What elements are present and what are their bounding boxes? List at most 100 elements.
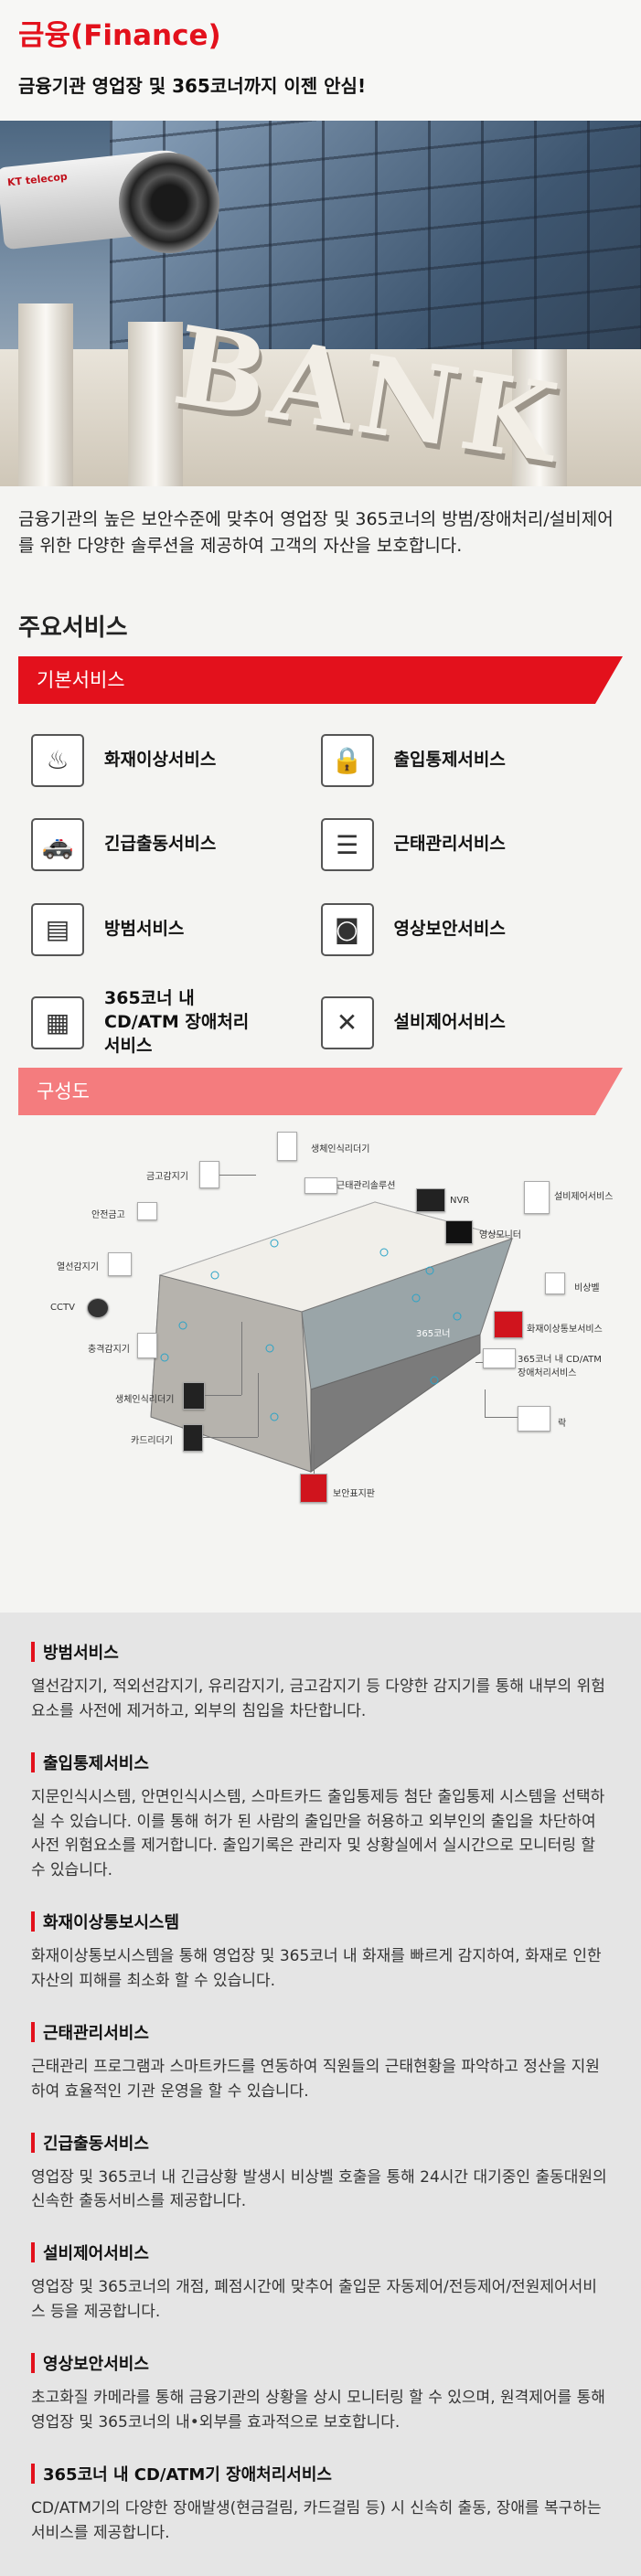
detail-body: 화재이상통보시스템을 통해 영업장 및 365코너 내 화재를 빠르게 감지하여… — [31, 1947, 602, 1991]
lock-icon: 🔒 — [320, 733, 374, 787]
biometric-reader-device — [183, 1382, 205, 1410]
attendance-solution-device — [304, 1177, 337, 1194]
detail-block: 근태관리서비스 근태관리 프로그램과 스마트카드를 연동하여 직원들의 근태현황… — [31, 2020, 610, 2104]
hero-column — [512, 349, 567, 486]
rack-device — [518, 1406, 550, 1432]
diagram-label: NVR — [450, 1196, 470, 1206]
detail-body: 열선감지기, 적외선감지기, 유리감지기, 금고감지기 등 다양한 감지기를 통… — [31, 1677, 605, 1720]
diagram-label: 영상모니터 — [479, 1230, 521, 1240]
security-sign-device — [300, 1474, 327, 1503]
shock-detector-device — [137, 1333, 157, 1358]
camera-lens — [119, 153, 219, 253]
accent-bar — [31, 2021, 35, 2042]
video-monitor-device — [445, 1220, 473, 1244]
card-reader-device — [183, 1424, 203, 1452]
service-label: 영상보안서비스 — [393, 918, 506, 939]
accent-bar — [31, 1642, 35, 1662]
connector-line — [314, 1444, 315, 1474]
detail-title: 설비제어서비스 — [43, 2244, 149, 2264]
diagram-label: 열선감지기 — [57, 1262, 99, 1272]
detail-title: 방범서비스 — [43, 1644, 119, 1663]
diagram-label: 안전금고 — [91, 1210, 125, 1220]
diagram-label: 충격감지기 — [88, 1345, 130, 1355]
basic-services-band: 기본서비스 — [18, 656, 623, 704]
wrench-icon: ✕ — [320, 995, 374, 1049]
accent-bar — [31, 2132, 35, 2153]
floor-plan — [150, 1201, 514, 1473]
atm-device — [483, 1348, 516, 1368]
service-item: 🔒 출입통제서비스 — [320, 724, 611, 797]
cctv-camera-image: KT telecop — [0, 130, 229, 258]
safe-device — [137, 1202, 157, 1220]
cctv-device — [87, 1298, 109, 1318]
band-background — [18, 656, 623, 704]
diagram-label: 근태관리솔루션 — [337, 1181, 396, 1191]
connector-line — [485, 1417, 518, 1418]
service-label: 설비제어서비스 — [393, 1011, 506, 1032]
structure-diagram: 금고감지기 안전금고 열선감지기 CCTV 충격감지기 생체인식리더기 카드리더… — [0, 1115, 641, 1591]
diagram-label: 카드리더기 — [131, 1436, 173, 1446]
wall-front — [310, 1334, 481, 1473]
intro-text: 금융기관의 높은 보안수준에 맞추어 영업장 및 365코너의 방범/장애처리/… — [18, 509, 614, 556]
detail-heading: 긴급출동서비스 — [31, 2131, 610, 2155]
detail-body: 초고화질 카메라를 통해 금융기관의 상황을 상시 모니터링 할 수 있으며, … — [31, 2389, 605, 2432]
detail-block: 방범서비스 열선감지기, 적외선감지기, 유리감지기, 금고감지기 등 다양한 … — [31, 1640, 610, 1724]
service-label: 긴급출동서비스 — [104, 834, 217, 855]
diagram-label: 설비제어서비스 — [554, 1192, 614, 1202]
connector-line — [258, 1373, 259, 1437]
biometric-reader-device — [277, 1132, 297, 1161]
detail-title: 365코너 내 CD/ATM기 장애처리서비스 — [43, 2464, 332, 2485]
connector-line — [475, 1362, 483, 1363]
service-label: 방범서비스 — [104, 918, 185, 939]
structure-band: 구성도 — [18, 1068, 623, 1115]
nvr-device — [416, 1188, 445, 1212]
diagram-label: 화재이상통보서비스 — [527, 1325, 603, 1335]
diagram-label: 생체인식리더기 — [115, 1395, 175, 1405]
detail-heading: 화재이상통보시스템 — [31, 1910, 610, 1933]
cctv-camera-icon: ◙ — [320, 902, 374, 956]
service-item: ♨ 화재이상서비스 — [31, 724, 321, 797]
detail-title: 근태관리서비스 — [43, 2023, 149, 2043]
service-label: 365코너 내 CD/ATM 장애처리서비스 — [104, 988, 250, 1056]
detail-heading: 출입통제서비스 — [31, 1751, 610, 1774]
service-item: ▦ 365코너 내 CD/ATM 장애처리서비스 — [31, 978, 321, 1068]
detail-body: 영업장 및 365코너의 개점, 폐점시간에 맞추어 출입문 자동제어/전등제어… — [31, 2278, 597, 2322]
diagram-label: 비상벨 — [574, 1283, 600, 1293]
page-header: 금융(Finance) 금융기관 영업장 및 365코너까지 이젠 안심! — [0, 0, 641, 121]
page-title: 금융(Finance) — [18, 19, 221, 52]
basic-services-label: 기본서비스 — [37, 669, 125, 691]
diagram-label: 보안표지판 — [333, 1489, 375, 1499]
document-list-icon: ☰ — [320, 818, 374, 872]
diagram-label: CCTV — [50, 1303, 75, 1313]
detail-title: 출입통제서비스 — [43, 1753, 149, 1773]
heat-detector-device — [108, 1252, 132, 1276]
hero-column — [128, 322, 183, 486]
equipment-control-device — [524, 1181, 550, 1214]
detail-heading: 근태관리서비스 — [31, 2020, 610, 2044]
service-item: ✕ 설비제어서비스 — [320, 978, 611, 1068]
service-item: ▤ 방범서비스 — [31, 893, 321, 966]
patrol-car-icon: 🚓 — [31, 818, 84, 872]
fire-detector-device — [494, 1311, 523, 1338]
diagram-label: 365코너 내 CD/ATM 장애처리서비스 — [518, 1355, 602, 1378]
accent-bar — [31, 1751, 35, 1772]
connector-line — [241, 1322, 242, 1395]
diagram-label: 락 — [558, 1419, 567, 1429]
diagram-label: 365코너 — [416, 1329, 451, 1339]
connector-line — [219, 1175, 256, 1176]
detail-block: 영상보안서비스 초고화질 카메라를 통해 금융기관의 상황을 상시 모니터링 할… — [31, 2351, 610, 2435]
detail-heading: 영상보안서비스 — [31, 2351, 610, 2375]
detail-heading: 365코너 내 CD/ATM기 장애처리서비스 — [31, 2462, 610, 2486]
detail-heading: 설비제어서비스 — [31, 2241, 610, 2264]
detail-title: 화재이상통보시스템 — [43, 1913, 180, 1933]
detail-title: 긴급출동서비스 — [43, 2134, 149, 2154]
hero-column — [18, 303, 73, 486]
service-item: 🚓 긴급출동서비스 — [31, 809, 321, 882]
structure-label: 구성도 — [37, 1080, 90, 1102]
detail-body: 지문인식시스템, 안면인식시스템, 스마트카드 출입통제등 첨단 출입통제 시스… — [31, 1787, 605, 1880]
detail-block: 출입통제서비스 지문인식시스템, 안면인식시스템, 스마트카드 출입통제등 첨단… — [31, 1751, 610, 1883]
detail-block: 설비제어서비스 영업장 및 365코너의 개점, 폐점시간에 맞추어 출입문 자… — [31, 2241, 610, 2325]
security-panel-icon: ▤ — [31, 902, 84, 956]
details-section: 방범서비스 열선감지기, 적외선감지기, 유리감지기, 금고감지기 등 다양한 … — [0, 1613, 641, 2576]
